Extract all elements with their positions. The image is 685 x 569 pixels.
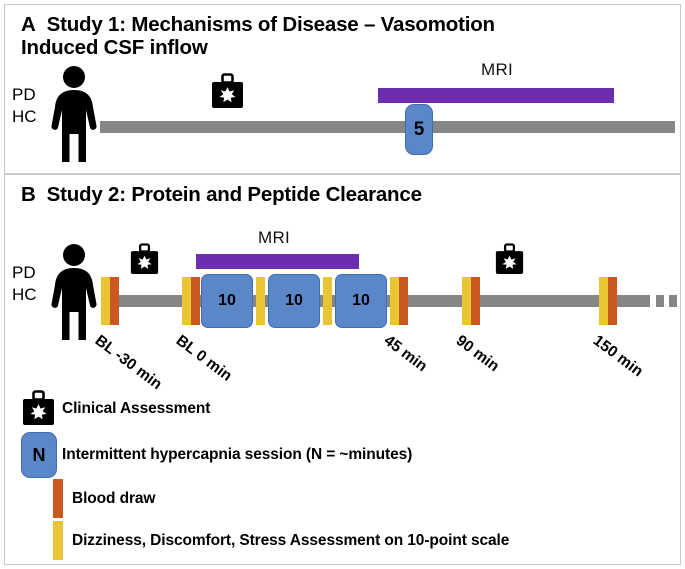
blood-draw-marker-orange — [110, 277, 119, 325]
panel-b-marker-between-1 — [256, 277, 265, 325]
legend-briefcase-icon — [22, 390, 55, 426]
panel-b-title-text: Study 2: Protein and Peptide Clearance — [46, 183, 422, 206]
legend-label-hypercapnia: Intermittent hypercapnia session (N = ~m… — [62, 446, 413, 463]
blood-draw-marker-orange — [608, 277, 617, 325]
panel-b-group-label-pd: PD — [12, 263, 36, 282]
legend-session-box-label: N — [32, 444, 46, 465]
panel-a-session-label-1: 5 — [413, 118, 425, 140]
panel-b-session-box-1: 10 — [201, 274, 253, 328]
panel-b-session-box-2: 10 — [268, 274, 320, 328]
panel-a-group-label-hc: HC — [12, 107, 37, 126]
assessment-marker-yellow — [462, 277, 471, 325]
panel-a-person-icon — [48, 66, 100, 164]
panel-b-clinical-assessment-icon-2 — [495, 243, 524, 275]
panel-b-clinical-assessment-icon-1 — [130, 243, 159, 275]
panel-b-session-label-2: 10 — [285, 292, 303, 309]
panel-b-person-icon — [48, 244, 100, 342]
assessment-marker-yellow — [599, 277, 608, 325]
panel-b-group-label-hc: HC — [12, 285, 37, 304]
panel-a-letter: A — [21, 13, 36, 36]
panel-a-session-box-1: 5 — [405, 104, 433, 155]
panel-a-group-label-pd: PD — [12, 85, 36, 104]
assessment-marker-yellow — [182, 277, 191, 325]
panel-b: B Study 2: Protein and Peptide Clearance — [4, 174, 681, 565]
panel-b-letter: B — [21, 183, 36, 206]
legend-session-box: N — [21, 432, 57, 478]
panel-b-mri-label: MRI — [258, 228, 291, 247]
briefcase-icon — [495, 243, 524, 274]
legend-swatch-assessment — [53, 521, 63, 560]
panel-b-timeline-dash-2 — [669, 295, 677, 307]
panel-a-title-text: Study 1: Mechanisms of Disease – Vasomot… — [21, 13, 495, 59]
panel-a-mri-label: MRI — [481, 60, 514, 79]
panel-b-marker-between-2 — [323, 277, 332, 325]
panel-a-timeline-bar — [100, 121, 675, 133]
panel-b-title: B Study 2: Protein and Peptide Clearance — [21, 183, 422, 206]
blood-draw-marker-orange — [191, 277, 200, 325]
panel-b-mri-bar — [196, 254, 359, 269]
legend-swatch-blood-draw — [53, 479, 63, 518]
blood-draw-marker-orange — [399, 277, 408, 325]
panel-a-title: A Study 1: Mechanisms of Disease – Vasom… — [21, 13, 495, 59]
briefcase-icon — [130, 243, 159, 274]
legend-label-assessment: Dizziness, Discomfort, Stress Assessment… — [72, 532, 510, 549]
assessment-marker-yellow — [390, 277, 399, 325]
legend-label-blood-draw: Blood draw — [72, 490, 156, 507]
person-silhouette-icon — [51, 66, 97, 162]
panel-b-session-box-3: 10 — [335, 274, 387, 328]
briefcase-icon — [23, 390, 54, 425]
panel-b-timeline-bar-right — [360, 295, 650, 307]
briefcase-icon — [212, 73, 243, 108]
person-silhouette-icon — [51, 244, 97, 340]
panel-b-timeline-dash-1 — [656, 295, 664, 307]
assessment-marker-yellow — [101, 277, 110, 325]
blood-draw-marker-orange — [471, 277, 480, 325]
panel-b-session-label-1: 10 — [218, 292, 236, 309]
panel-a-clinical-assessment-icon — [211, 73, 244, 109]
panel-b-session-label-3: 10 — [352, 292, 370, 309]
panel-a-mri-bar — [378, 88, 614, 103]
legend-label-clinical-assessment: Clinical Assessment — [62, 400, 211, 417]
